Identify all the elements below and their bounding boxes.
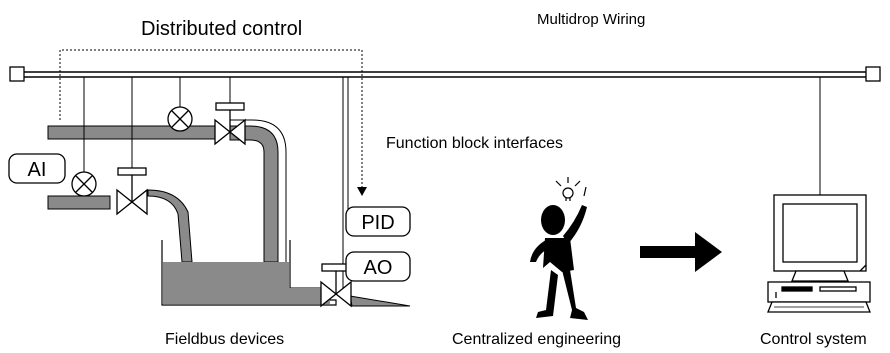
distributed-control-label: Distributed control — [141, 18, 302, 40]
engineer-with-idea-icon — [530, 177, 588, 320]
centralized-engineering-label: Centralized engineering — [452, 331, 621, 348]
function-block-interfaces-label: Function block interfaces — [386, 135, 563, 152]
tank — [161, 240, 337, 306]
function-block-ao-label: AO — [364, 257, 393, 279]
right-arrow-icon — [640, 232, 722, 272]
flow-meter-upper-icon — [167, 106, 193, 132]
function-block-ai-label: AI — [28, 159, 47, 181]
flow-meter-lower-icon — [71, 171, 97, 197]
computer-workstation-icon — [767, 194, 871, 313]
function-block-ao: AO — [345, 251, 411, 282]
bus-terminator-right — [865, 66, 881, 82]
bus-terminator-left — [9, 66, 25, 82]
distributed-control-loop — [59, 49, 367, 196]
function-block-pid: PID — [345, 206, 411, 237]
multidrop-wiring-label: Multidrop Wiring — [537, 11, 645, 28]
valve-outlet-icon — [320, 263, 352, 308]
control-system-label: Control system — [760, 331, 867, 348]
function-block-pid-label: PID — [361, 212, 394, 234]
fieldbus-devices-label: Fieldbus devices — [165, 331, 284, 348]
valve-lower-icon — [116, 167, 148, 216]
function-block-ai: AI — [8, 153, 66, 184]
multidrop-bus — [9, 66, 881, 82]
bus-drops — [83, 77, 821, 290]
valve-upper-icon — [214, 102, 246, 146]
